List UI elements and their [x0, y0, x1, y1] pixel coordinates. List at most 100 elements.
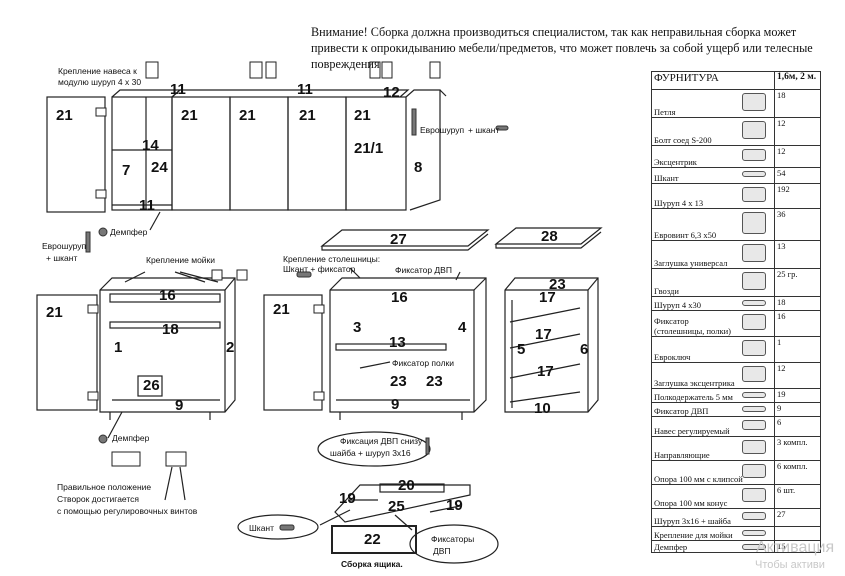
hardware-row: Фиксатор (столешницы, полки) 16 — [651, 310, 821, 337]
dvp-fixation-note-1: Фиксация ДВП снизу — [340, 436, 423, 446]
hardware-qty: 3 компл. — [774, 436, 821, 461]
hanger-bracket-5 — [381, 61, 393, 79]
dowel-icon-top — [495, 125, 509, 131]
hardware-cell-name: Демпфер — [651, 540, 775, 553]
part-21: 21 — [181, 107, 198, 124]
hardware-cell-name: Шкант — [651, 167, 775, 184]
hinge-mount-note-1: Крепление навеса к — [58, 66, 137, 76]
drawer-cabinet-body — [329, 277, 487, 413]
hardware-name: Эксцентрик — [654, 157, 697, 167]
part-21: 21 — [299, 107, 316, 124]
hardware-cell-name: Навес регулируемый — [651, 416, 775, 437]
part-4: 4 — [458, 319, 467, 336]
hardware-name: Опора 100 мм конус — [654, 498, 728, 508]
lower-door-21g — [263, 294, 323, 411]
part-19: 19 — [339, 490, 356, 507]
hardware-qty: 16 — [774, 310, 821, 337]
dvp-fixation-callout — [317, 431, 431, 467]
worktop-28 — [494, 227, 603, 245]
cabinet-hanger-icon — [742, 420, 766, 430]
hardware-qty: 192 — [774, 183, 821, 209]
damper-icon — [742, 544, 766, 550]
part-3: 3 — [353, 319, 362, 336]
upper-door-21d — [287, 96, 347, 211]
safety-warning: Внимание! Сборка должна производиться сп… — [311, 25, 813, 71]
hardware-cell-name: Опора 100 мм конус — [651, 484, 775, 509]
part-11: 11 — [139, 197, 155, 214]
hardware-qty: 18 — [774, 89, 821, 118]
fixer-icon — [742, 314, 766, 330]
hardware-qty: 15 — [774, 540, 821, 553]
euroscrew-icon-left — [85, 231, 91, 253]
hardware-name: Болт соед S-200 — [654, 135, 712, 145]
hinge-upper-1 — [95, 107, 107, 117]
part-5: 5 — [517, 341, 526, 358]
part-28: 28 — [541, 228, 558, 245]
part-11: 11 — [297, 81, 313, 98]
hardware-qty: 12 — [774, 117, 821, 146]
part-20: 20 — [398, 477, 415, 494]
part-19: 19 — [446, 497, 463, 514]
hardware-row: Фиксатор ДВП 9 — [651, 402, 821, 417]
euroscrew-icon — [742, 212, 766, 234]
upper-corner-section — [405, 89, 441, 211]
hardware-cell-name: Шуруп 4 х 13 — [651, 183, 775, 209]
sink-clip-1 — [211, 269, 223, 281]
part-11: 11 — [170, 81, 186, 98]
hardware-qty: 25 гр. — [774, 268, 821, 297]
hardware-name: Крепление для мойки — [654, 530, 733, 540]
hardware-qty: 27 — [774, 508, 821, 527]
fixers-note-1: Фиксаторы — [431, 534, 475, 544]
part-21: 21 — [56, 107, 73, 124]
part-16: 16 — [391, 289, 408, 306]
part-7: 7 — [122, 162, 131, 179]
hanger-bracket-1 — [145, 61, 159, 79]
hardware-name: Петля — [654, 107, 676, 117]
correct-position-note-2: Створок достигается — [57, 494, 140, 504]
part-23: 23 — [390, 373, 407, 390]
bolt-icon — [742, 121, 766, 139]
dvp-fixer-icon — [742, 406, 766, 412]
hardware-name: Фиксатор ДВП — [654, 406, 709, 416]
hinge-detail — [111, 451, 141, 467]
hardware-cell-name: Евровинт 6,3 х50 — [651, 208, 775, 241]
sink-clip-2 — [236, 269, 248, 281]
hardware-cell-name: Крепление для мойки — [651, 526, 775, 541]
activation-watermark-sub: Чтобы активи — [755, 559, 825, 571]
leg-clip-icon — [742, 464, 766, 478]
damper-note-top: Демпфер — [110, 227, 148, 237]
worktop-mount-note-2: Шкант + фиксатор — [283, 264, 356, 274]
hardware-qty: 13 — [774, 240, 821, 269]
part-12: 12 — [383, 84, 400, 101]
hardware-name: Шуруп 3х16 + шайба — [654, 516, 731, 526]
hardware-name: Шуруп 4 х 13 — [654, 198, 704, 208]
hardware-qty: 6 компл. — [774, 460, 821, 485]
hardware-name: Фиксатор (столешницы, полки) — [654, 316, 731, 336]
hardware-qty: 12 — [774, 362, 821, 389]
hardware-name: Полкодержатель 5 мм — [654, 392, 733, 402]
hardware-cell-name: Петля — [651, 89, 775, 118]
dowel-icon — [742, 171, 766, 177]
part-18: 18 — [162, 321, 179, 338]
part-17: 17 — [537, 363, 554, 380]
hex-key-icon — [742, 340, 766, 356]
hardware-qty: 6 — [774, 416, 821, 437]
part-25: 25 — [388, 498, 405, 515]
hardware-name: Заглушка универсал — [654, 258, 728, 268]
hanger-bracket-2 — [249, 61, 263, 79]
part-1: 1 — [114, 339, 123, 356]
shelf-fixer-note: Фиксатор полки — [392, 358, 454, 368]
hinge-detail-adjust — [165, 451, 187, 467]
drawer-assembly-caption: Сборка ящика. — [341, 559, 403, 569]
hinge-lower-1 — [87, 304, 99, 314]
hardware-qty: 9 — [774, 402, 821, 417]
eccentric-icon — [742, 149, 766, 161]
